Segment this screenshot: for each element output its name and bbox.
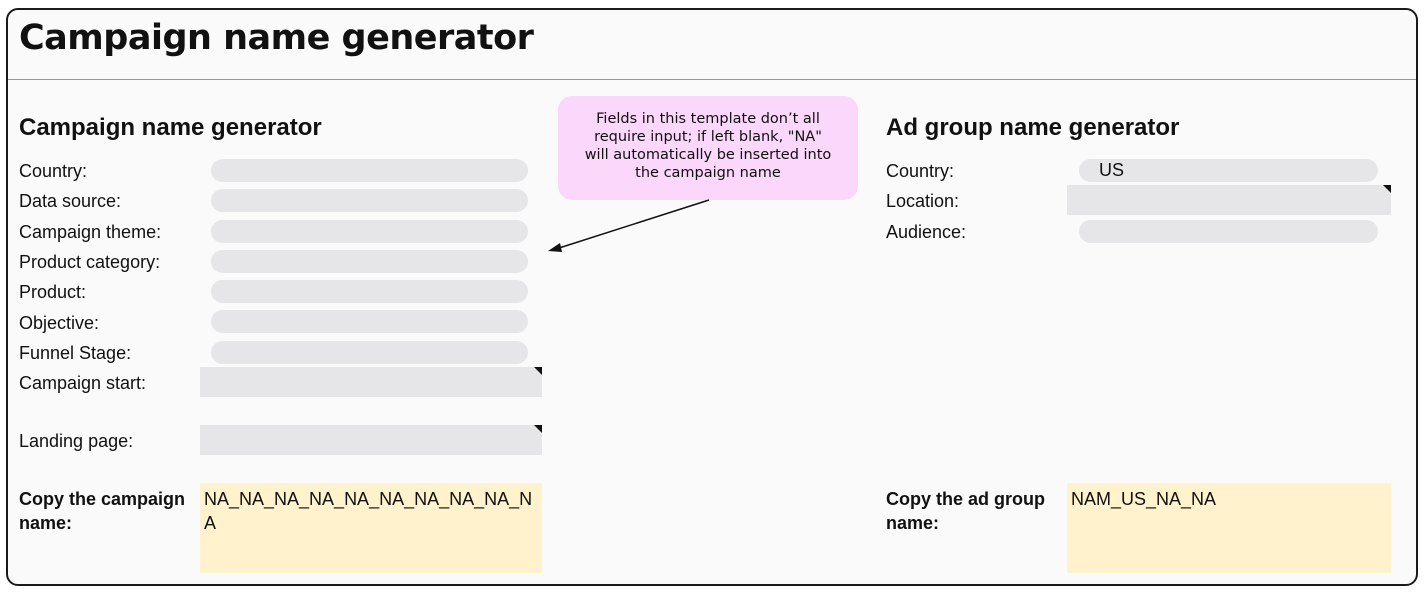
product-input[interactable] [211, 280, 528, 303]
audience-input[interactable] [1079, 220, 1378, 243]
objective-label: Objective: [19, 313, 100, 333]
data-source-label: Data source: [19, 191, 122, 211]
funnel-stage-label: Funnel Stage: [19, 343, 132, 363]
adgroup-country-label: Country: [886, 161, 955, 181]
audience-label: Audience: [886, 222, 967, 242]
funnel-stage-input[interactable] [211, 341, 528, 364]
adgroup-heading: Ad group name generator [886, 114, 1180, 141]
campaign-country-label: Country: [19, 161, 88, 181]
campaign-theme-input[interactable] [211, 220, 528, 243]
adgroup-name-output-text: NAM_US_NA_NA [1071, 489, 1217, 509]
adgroup-country-input[interactable]: US [1079, 159, 1378, 182]
landing-page-dropdown[interactable] [200, 425, 542, 455]
dropdown-corner-icon [534, 425, 542, 433]
adgroup-name-output[interactable]: NAM_US_NA_NA [1067, 483, 1391, 573]
campaign-name-output-text: NA_NA_NA_NA_NA_NA_NA_NA_NA_NA [204, 489, 533, 533]
window-frame: Campaign name generator Campaign name ge… [6, 8, 1418, 586]
campaign-heading: Campaign name generator [19, 114, 322, 141]
campaign-country-input[interactable] [211, 159, 528, 182]
objective-input[interactable] [211, 310, 528, 333]
page-title: Campaign name generator [19, 18, 534, 58]
campaign-theme-label: Campaign theme: [19, 222, 162, 242]
campaign-start-label: Campaign start: [19, 373, 147, 393]
copy-campaign-name-label: Copy the campaign name: [19, 489, 186, 533]
info-note: Fields in this template don’t all requir… [558, 96, 858, 200]
copy-adgroup-name-label: Copy the ad group name: [886, 489, 1045, 533]
title-divider [8, 79, 1416, 80]
product-category-label: Product category: [19, 252, 161, 272]
location-dropdown[interactable] [1067, 185, 1391, 215]
dropdown-corner-icon [534, 367, 542, 375]
campaign-name-output[interactable]: NA_NA_NA_NA_NA_NA_NA_NA_NA_NA [200, 483, 542, 573]
adgroup-country-value: US [1099, 160, 1125, 180]
data-source-input[interactable] [211, 189, 528, 212]
product-category-input[interactable] [211, 250, 528, 273]
location-label: Location: [886, 191, 960, 211]
landing-page-label: Landing page: [19, 431, 134, 451]
product-label: Product: [19, 282, 87, 302]
dropdown-corner-icon [1383, 185, 1391, 193]
campaign-start-dropdown[interactable] [200, 367, 542, 397]
